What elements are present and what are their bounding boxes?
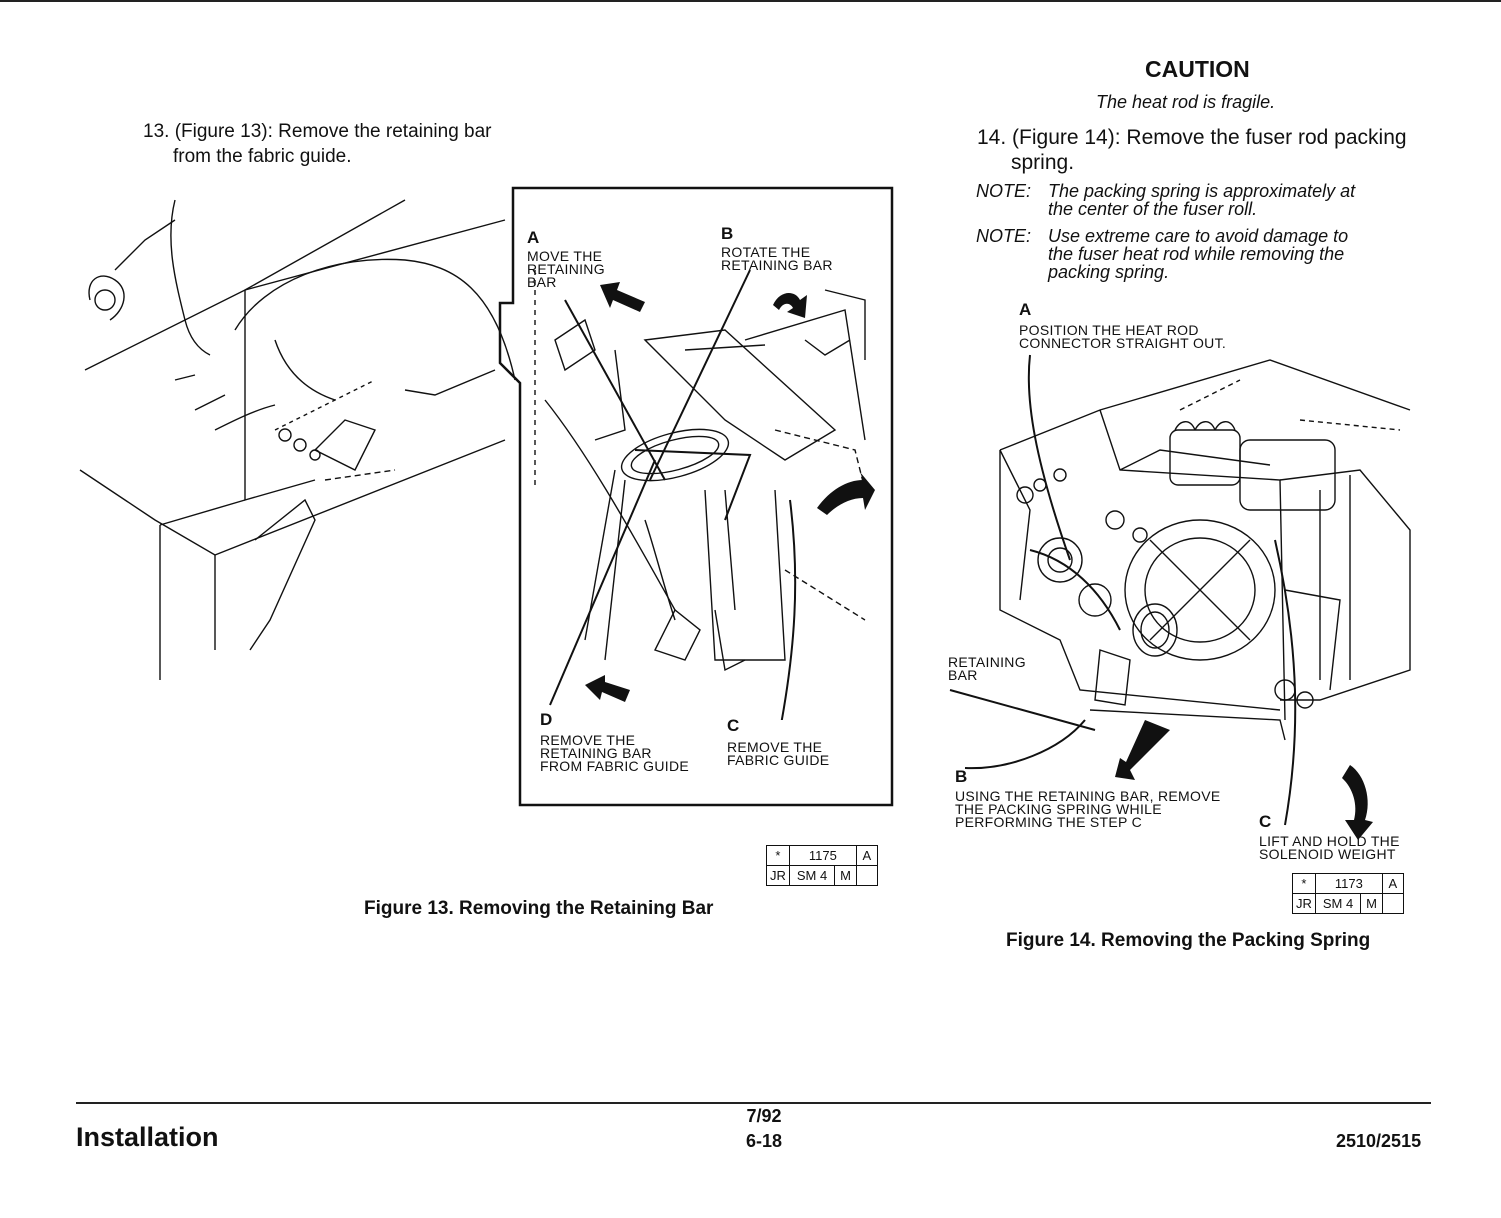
ref-star: *	[766, 845, 790, 866]
fig13-callout-b-text: ROTATE THE RETAINING BAR	[721, 244, 833, 273]
figure-13-caption: Figure 13. Removing the Retaining Bar	[364, 898, 714, 919]
figure-13-inset-illustration	[525, 190, 875, 720]
note-2-label: NOTE:	[976, 226, 1032, 246]
figure-13-inset-frame	[440, 183, 900, 813]
fig14-callout-c-letter: C	[1259, 812, 1272, 831]
step-14-line-1: 14. (Figure 14): Remove the fuser rod pa…	[977, 126, 1407, 149]
footer-date: 7/92	[746, 1106, 782, 1126]
ref-table-row: * 1175 A	[766, 845, 878, 866]
footer-page-number: 6-18	[745, 1131, 783, 1151]
fig14-reference-table: * 1173 A JR SM 4 M	[1292, 873, 1404, 914]
fig13-callout-d-text: REMOVE THE RETAINING BAR FROM FABRIC GUI…	[540, 732, 689, 774]
fig13-callout-c-text: REMOVE THE FABRIC GUIDE	[727, 739, 830, 768]
step-13-line-1: 13. (Figure 13): Remove the retaining ba…	[143, 121, 492, 142]
note-1: NOTE: The packing spring is approximatel…	[976, 182, 1416, 222]
ref-m: M	[834, 865, 857, 886]
ref-rev: A	[855, 845, 878, 866]
ref-number: 1173	[1314, 873, 1383, 894]
caution-title: CAUTION	[1145, 56, 1250, 82]
fig14-callout-b-text: USING THE RETAINING BAR, REMOVE THE PACK…	[955, 788, 1221, 830]
footer-rule	[76, 1102, 1431, 1104]
fig13-callout-b-letter: B	[721, 224, 734, 243]
ref-table-row: JR SM 4 M	[766, 865, 878, 886]
ref-star: *	[1292, 873, 1316, 894]
ref-sm: SM 4	[1314, 893, 1362, 914]
fig13-callout-a-text: MOVE THE RETAINING BAR	[527, 248, 605, 290]
fig13-reference-table: * 1175 A JR SM 4 M	[766, 845, 878, 886]
fig13-callout-a-letter: A	[527, 228, 540, 247]
fig14-callout-a-text: POSITION THE HEAT ROD CONNECTOR STRAIGHT…	[1019, 322, 1227, 351]
figure-13-machine-illustration	[75, 180, 525, 680]
ref-rev: A	[1381, 873, 1404, 894]
fig14-callout-a-letter: A	[1019, 300, 1032, 319]
step-13-line-2: from the fabric guide.	[173, 146, 352, 167]
ref-number: 1175	[788, 845, 857, 866]
note-2: NOTE: Use extreme care to avoid damage t…	[976, 227, 1416, 285]
ref-author: JR	[766, 865, 790, 886]
fig14-callout-b-letter: B	[955, 767, 968, 786]
note-1-text: The packing spring is approximately at t…	[1048, 181, 1356, 219]
fig14-retaining-bar-label: RETAINING BAR	[948, 654, 1026, 683]
ref-table-row: JR SM 4 M	[1292, 893, 1404, 914]
note-2-text: Use extreme care to avoid damage to the …	[1048, 226, 1349, 282]
figure-14-caption: Figure 14. Removing the Packing Spring	[1006, 930, 1371, 951]
ref-blank	[1381, 893, 1404, 914]
ref-sm: SM 4	[788, 865, 836, 886]
caution-text: The heat rod is fragile.	[1096, 92, 1276, 112]
fig13-callout-c-letter: C	[727, 716, 740, 735]
footer-section-title: Installation	[76, 1122, 219, 1152]
ref-table-row: * 1173 A	[1292, 873, 1404, 894]
footer-model-number: 2510/2515	[1336, 1131, 1422, 1151]
fig13-callout-d-letter: D	[540, 710, 553, 729]
ref-author: JR	[1292, 893, 1316, 914]
figure-14-illustration	[940, 300, 1420, 840]
ref-m: M	[1360, 893, 1383, 914]
fig14-callout-c-text: LIFT AND HOLD THE SOLENOID WEIGHT	[1259, 833, 1400, 862]
note-1-label: NOTE:	[976, 181, 1032, 201]
step-14-line-2: spring.	[1011, 151, 1075, 174]
ref-blank	[855, 865, 878, 886]
top-border	[0, 0, 1501, 2]
